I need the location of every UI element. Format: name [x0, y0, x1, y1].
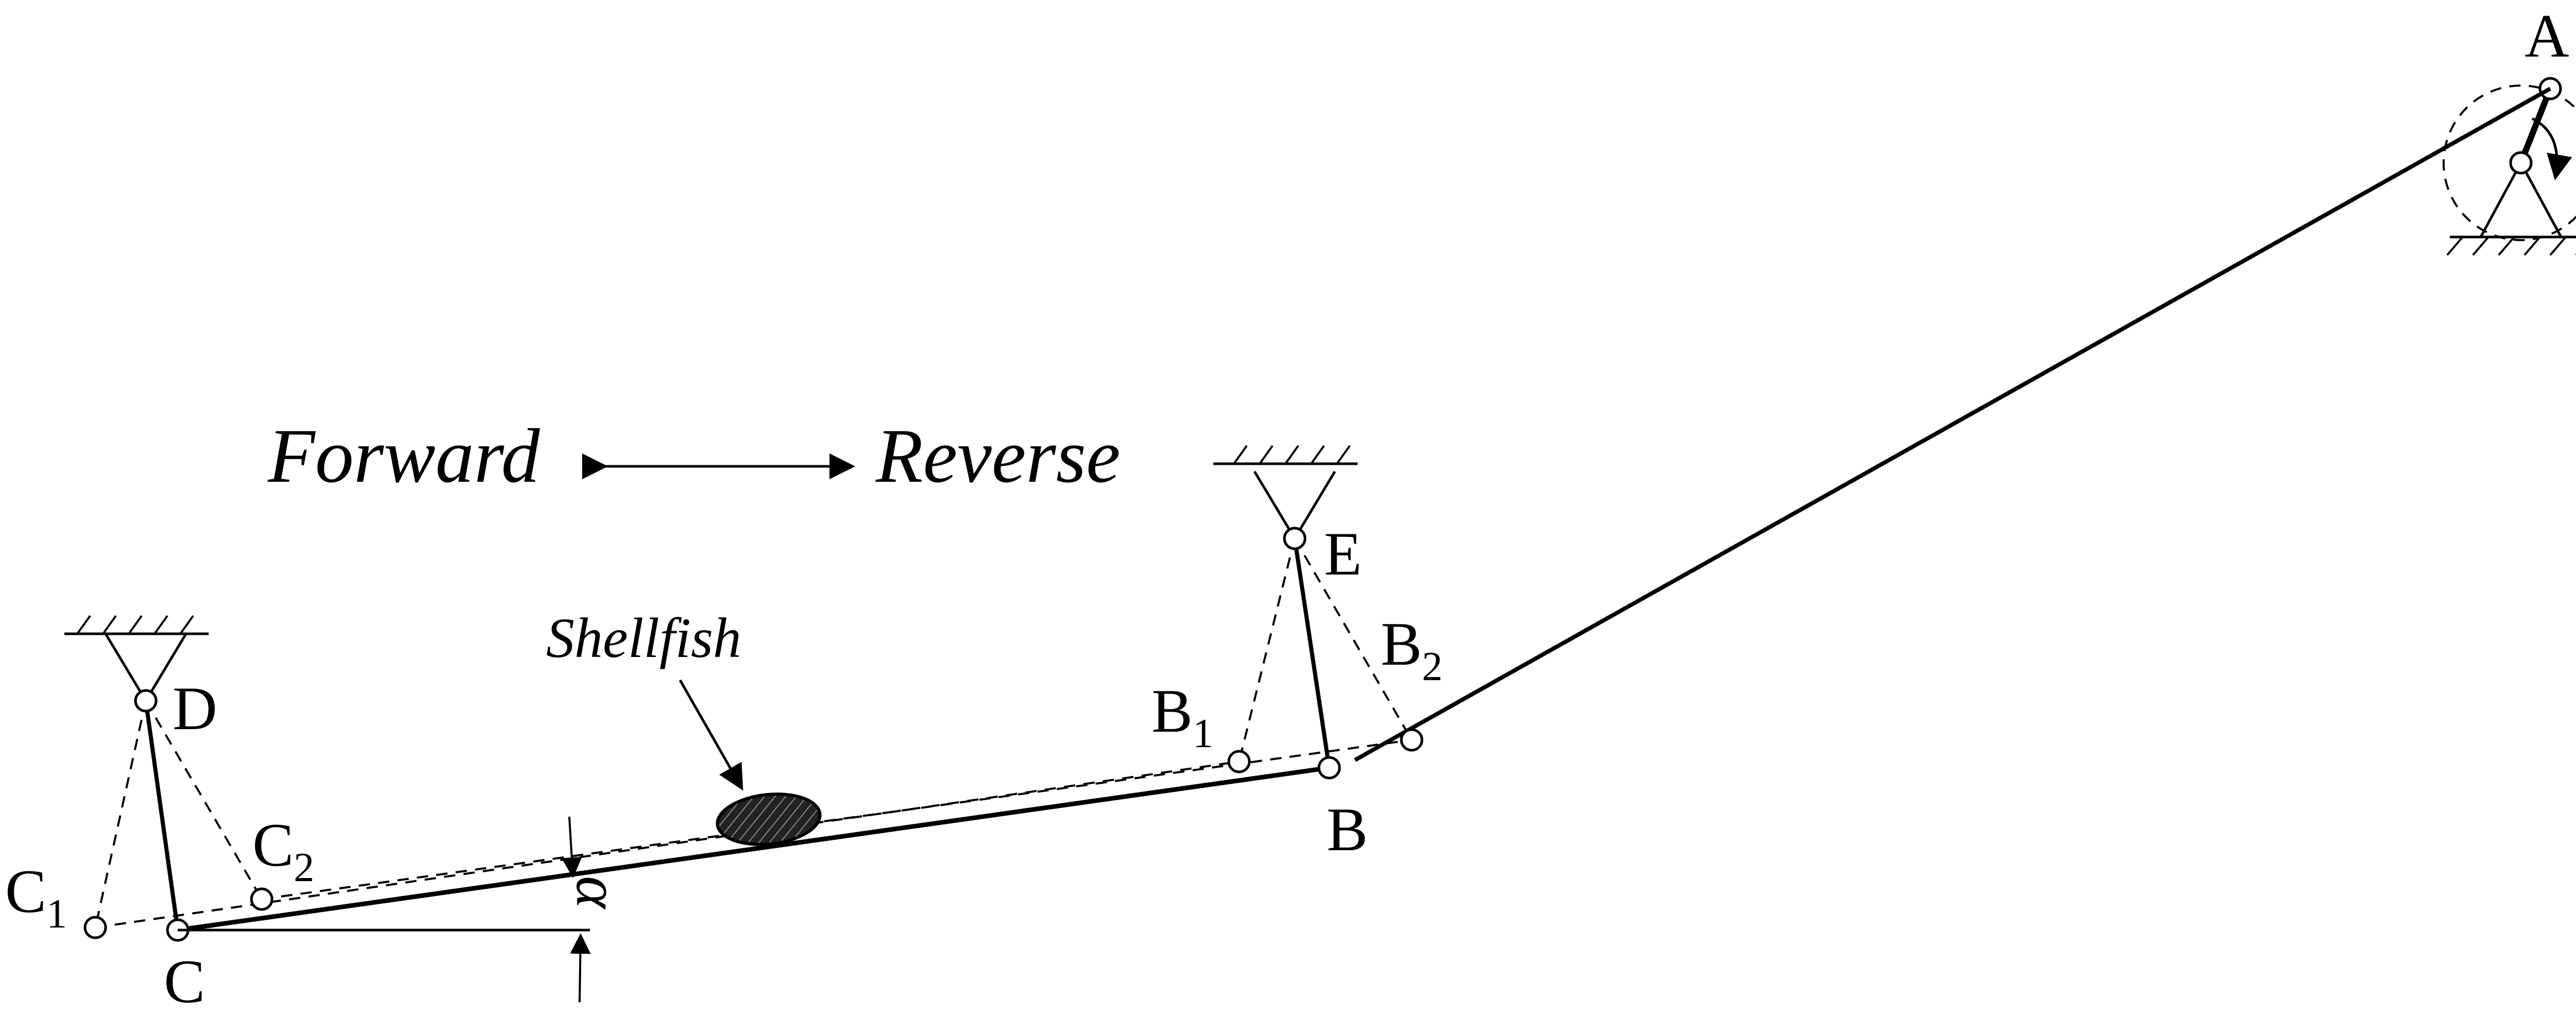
- joint-C2: [250, 887, 274, 911]
- label-alpha: α: [564, 876, 632, 909]
- conveyor-trough-BC: [177, 765, 1330, 933]
- alpha-upper-arrow: [561, 816, 582, 878]
- connecting-rod-AB: [1354, 87, 2551, 762]
- rocker-D-ground-hatch: [76, 615, 194, 635]
- joint-C1: [83, 916, 107, 939]
- trough-dashed-position-lower: [95, 761, 1240, 929]
- rocker-link-EB: [1293, 538, 1331, 768]
- label-C2: C2: [252, 811, 314, 890]
- crank-assembly: [2443, 77, 2576, 256]
- label-forward: Forward: [267, 413, 540, 499]
- label-reverse: Reverse: [875, 413, 1121, 499]
- label-D: D: [173, 674, 217, 743]
- joint-B1: [1227, 750, 1251, 773]
- joint-D: [134, 689, 158, 713]
- rocker-E-assembly: [1213, 445, 1413, 768]
- alpha-lower-arrow: [570, 933, 591, 1003]
- label-A: A: [2524, 2, 2569, 70]
- rocker-E-ground-hatch: [1233, 445, 1351, 465]
- label-C1: C1: [5, 857, 67, 937]
- rocker-link-DC: [144, 700, 180, 931]
- label-B2: B2: [1381, 610, 1443, 689]
- crank-link-OA: [2518, 87, 2553, 164]
- joint-B2: [1400, 728, 1423, 752]
- joint-B: [1317, 756, 1341, 780]
- label-B: B: [1327, 795, 1368, 864]
- alpha-angle-annotation: [178, 816, 591, 1003]
- crank-ground-hatch: [2446, 236, 2576, 256]
- rocker-D-dashed-C1: [94, 700, 147, 928]
- rocker-D-assembly: [64, 615, 263, 931]
- trough-dashed-position-upper: [261, 739, 1412, 900]
- joint-O: [2509, 151, 2533, 175]
- shellfish: [679, 679, 822, 846]
- shellfish-shape: [716, 792, 822, 846]
- label-shellfish: Shellfish: [546, 606, 741, 669]
- joint-E: [1283, 527, 1307, 550]
- label-C: C: [164, 947, 205, 1012]
- rocker-E-dashed-B1: [1238, 538, 1296, 762]
- crank-path-circle: [2443, 85, 2576, 241]
- label-E: E: [1324, 519, 1362, 588]
- shellfish-pointer-arrow: [679, 679, 743, 791]
- label-B1: B1: [1151, 677, 1213, 756]
- omega-rotation-arrow: [2531, 117, 2572, 180]
